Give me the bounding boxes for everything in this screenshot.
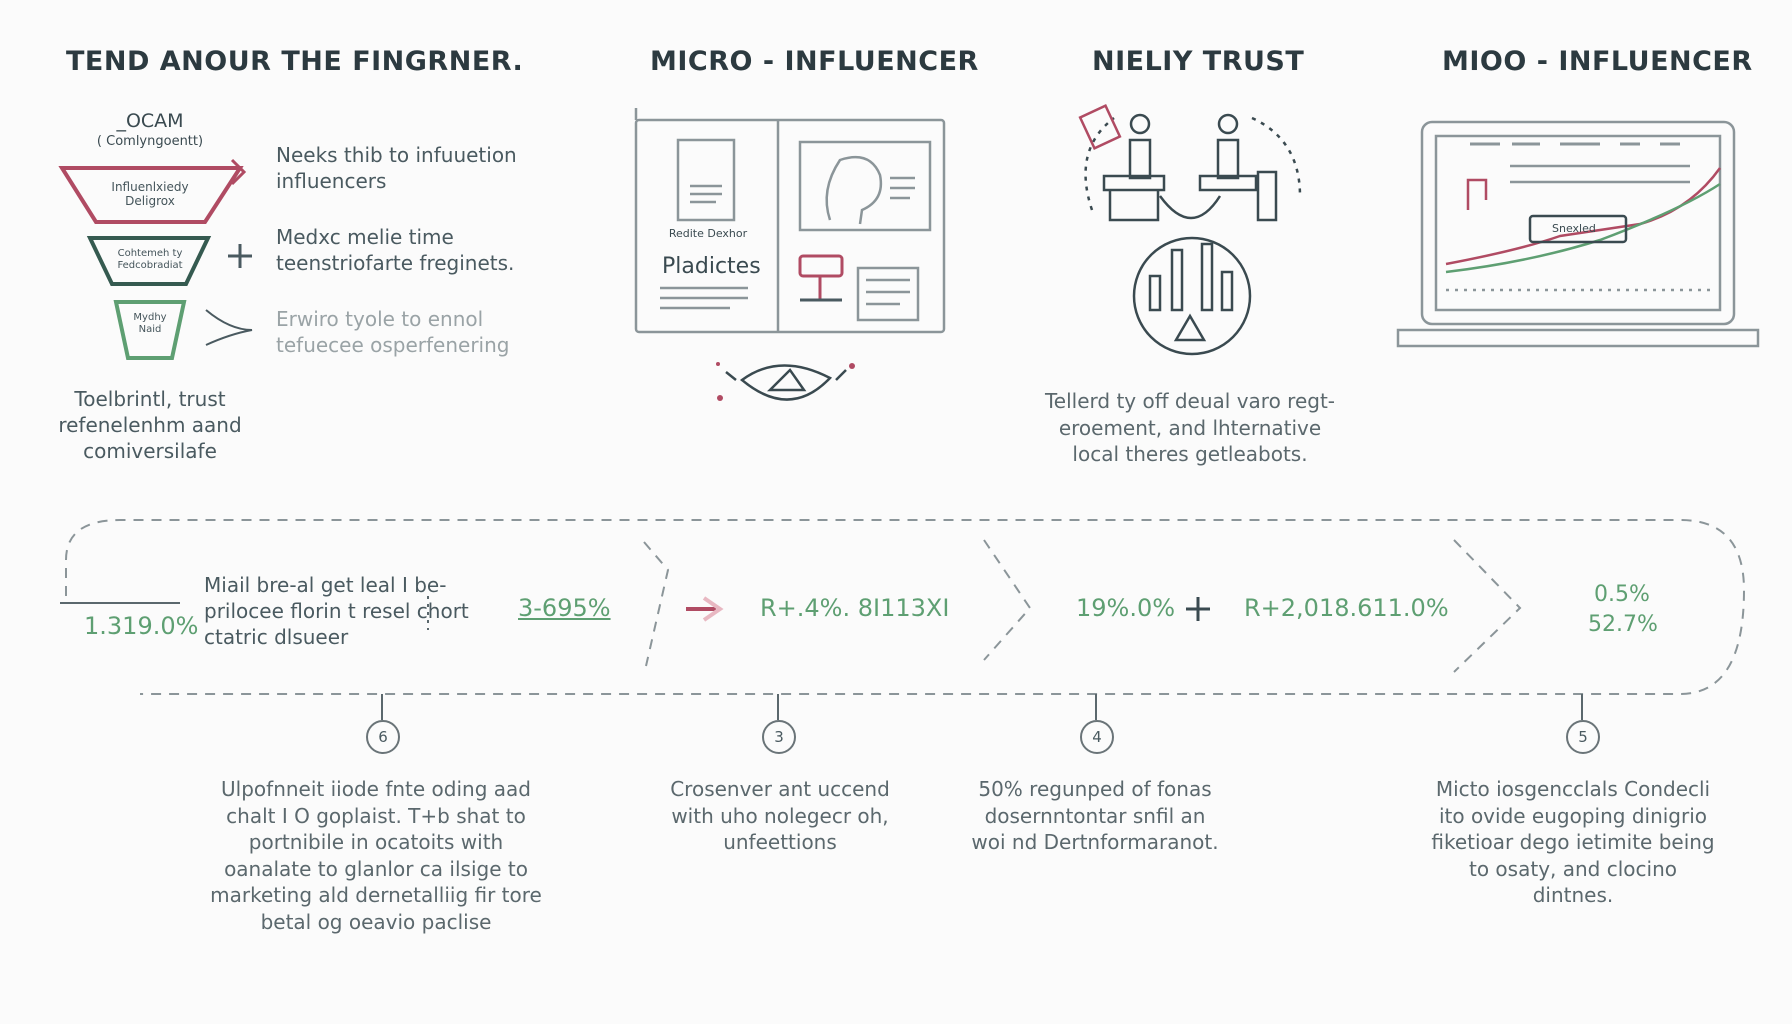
step-text-3: 50% regunped of fonas dosernntontar snfi… [971, 777, 1219, 854]
funnel-note-1: Neeks thib to infuuetion influencers [276, 143, 517, 193]
trust-dotted-arc-icon [1084, 116, 1302, 211]
camera-icon [798, 254, 844, 302]
flow-metric-3: 19%.0% [1076, 594, 1176, 622]
flow-metric-5a: 0.5% [1594, 582, 1650, 607]
flow-band [65, 519, 1746, 695]
funnel-tier-3-label: Mydhy Naid [133, 312, 167, 335]
panel4-chip: Snexled [1552, 222, 1596, 235]
flow-metric-5b: 52.7% [1588, 612, 1658, 637]
column-title-micro-influencer: MICRO - INFLUENCER [650, 46, 979, 77]
step-number-3: 4 [1080, 720, 1114, 754]
curve-arrow-icon [205, 309, 253, 346]
flow-left-text: Miail bre-al get leal I be-prilocee flor… [204, 573, 469, 649]
step-number-2: 3 [762, 720, 796, 754]
plus-icon-2 [1186, 597, 1210, 621]
laptop-chart-lines [1445, 167, 1722, 292]
handshake-icon [725, 364, 847, 401]
document-panel-icon [634, 108, 946, 334]
flow-metric-2: R+.4%. 8I113XI [760, 594, 950, 622]
column-title-micro-influencer-2: MIOO - INFLUENCER [1442, 46, 1753, 77]
funnel-top-sub: ( Comlyngoentt) [96, 134, 204, 149]
laptop-icon [1396, 120, 1760, 348]
step-text-2: Crosenver ant uccend with uho nolegecr o… [670, 777, 890, 854]
step-number-4: 5 [1566, 720, 1600, 754]
flow-metric-1: 3-695% [518, 594, 611, 622]
panel2-label: Pladictes [662, 254, 761, 279]
flow-metric-4: R+2,018.611.0% [1244, 594, 1449, 622]
funnel-icon [58, 158, 247, 360]
step-connectors [381, 694, 1583, 720]
panel2-small-label: Redite Dexhor [668, 227, 748, 240]
flow-left-value: 1.319.0% [84, 612, 199, 640]
column-title-trust: NIELIY TRUST [1092, 46, 1305, 77]
badge-icon [1078, 104, 1122, 150]
step-text-1: Ulpofnneit iiode fnte oding aad chalt I … [210, 777, 542, 934]
step-number-1: 6 [366, 720, 400, 754]
trust-people-icon [1102, 113, 1278, 356]
funnel-bottom-text: Toelbrintl, trust refenelenhm aand comiv… [58, 387, 242, 463]
plus-icon [228, 244, 252, 268]
step-text-4: Micto iosgencclals Condecli ito ovide eu… [1431, 777, 1715, 907]
funnel-note-3: Erwiro tyole to ennol tefuecee osperfene… [276, 307, 510, 357]
funnel-note-2: Medxc melie time teenstriofarte freginet… [276, 225, 515, 275]
arrow-right-icon [686, 596, 724, 622]
funnel-top-label: _OCAM [116, 110, 184, 132]
panel3-caption: Tellerd ty off deual varo regt-eroement,… [1044, 389, 1336, 466]
funnel-tier-1-label: Influenlxiedy Deligrox [111, 180, 189, 208]
column-title-funnel: TEND ANOUR THE FINGRNER. [66, 46, 524, 77]
funnel-tier-2-label: Cohtemeh ty Fedcobradiat [117, 248, 183, 271]
